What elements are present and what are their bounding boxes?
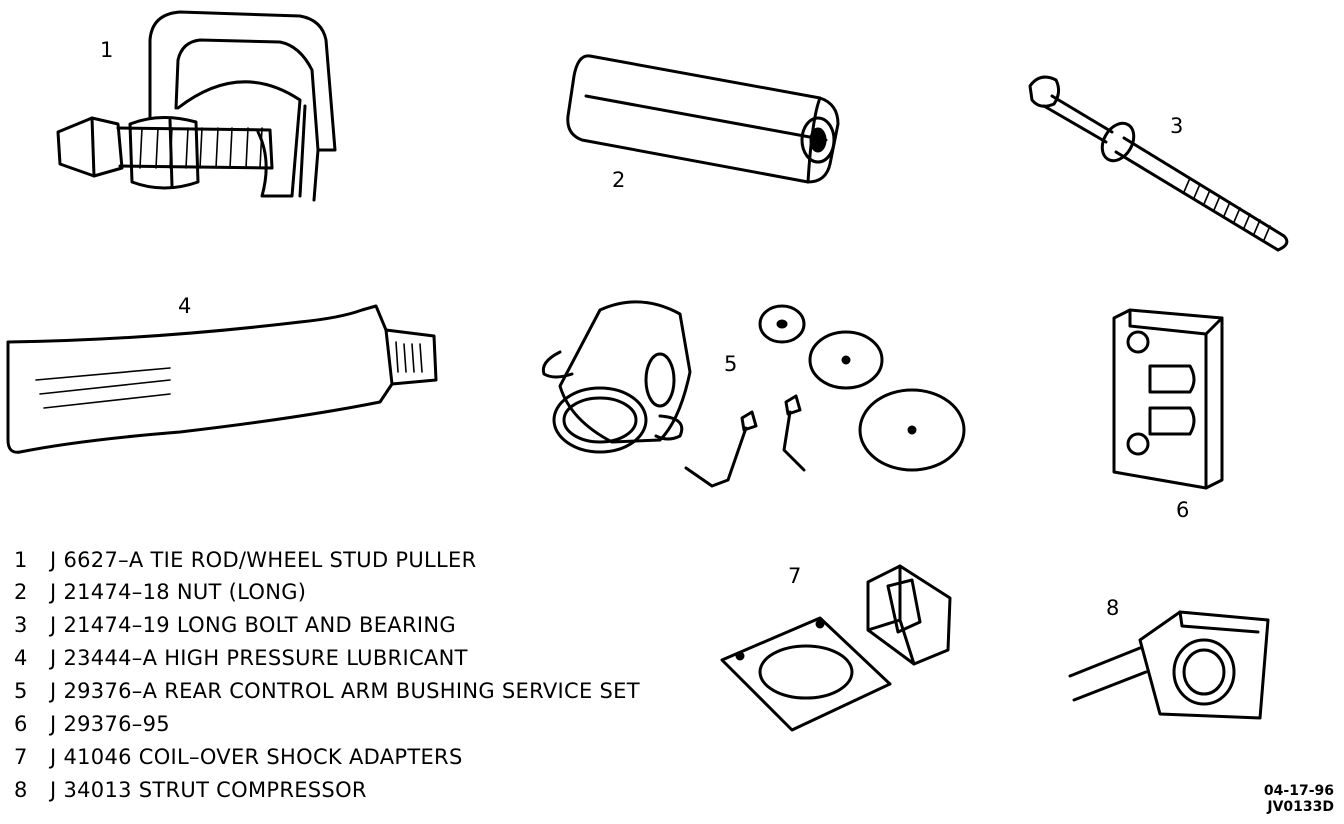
legend-description: J 41046 COIL–OVER SHOCK ADAPTERS: [50, 745, 463, 769]
legend-description: J 21474–18 NUT (LONG): [50, 580, 307, 604]
legend-description: J 34013 STRUT COMPRESSOR: [50, 778, 367, 802]
legend-description: J 6627–A TIE ROD/WHEEL STUD PULLER: [50, 548, 477, 572]
legend-number: 7: [14, 745, 28, 769]
callout-1: 1: [100, 38, 114, 62]
legend-number: 6: [14, 712, 28, 736]
callout-4: 4: [178, 294, 192, 318]
date-code: 04-17-96: [1263, 783, 1334, 799]
strut-compressor-drawing: [1068, 610, 1270, 720]
legend-number: 3: [14, 613, 28, 637]
figure-code: JV0133D: [1267, 799, 1334, 815]
bushing-service-set-drawing: [541, 300, 966, 488]
lubricant-tube-drawing: [6, 304, 438, 454]
legend-number: 5: [14, 679, 28, 703]
legend-number: 4: [14, 646, 28, 670]
legend-description: J 29376–95: [50, 712, 170, 736]
callout-7: 7: [788, 564, 802, 588]
shock-adapters-drawing: [720, 564, 952, 732]
callout-5: 5: [724, 352, 738, 376]
legend-number: 8: [14, 778, 28, 802]
legend-description: J 21474–19 LONG BOLT AND BEARING: [50, 613, 456, 637]
callout-6: 6: [1176, 498, 1190, 522]
legend-number: 2: [14, 580, 28, 604]
tie-rod-puller-drawing: [56, 10, 337, 202]
legend-description: J 23444–A HIGH PRESSURE LUBRICANT: [50, 646, 468, 670]
legend-number: 1: [14, 548, 28, 572]
long-bolt-drawing: [1028, 75, 1289, 252]
callout-8: 8: [1106, 596, 1120, 620]
long-nut-drawing: [566, 54, 840, 184]
callout-2: 2: [612, 168, 626, 192]
callout-3: 3: [1170, 114, 1184, 138]
plate-tool-drawing: [1112, 308, 1224, 490]
legend-description: J 29376–A REAR CONTROL ARM BUSHING SERVI…: [50, 679, 640, 703]
